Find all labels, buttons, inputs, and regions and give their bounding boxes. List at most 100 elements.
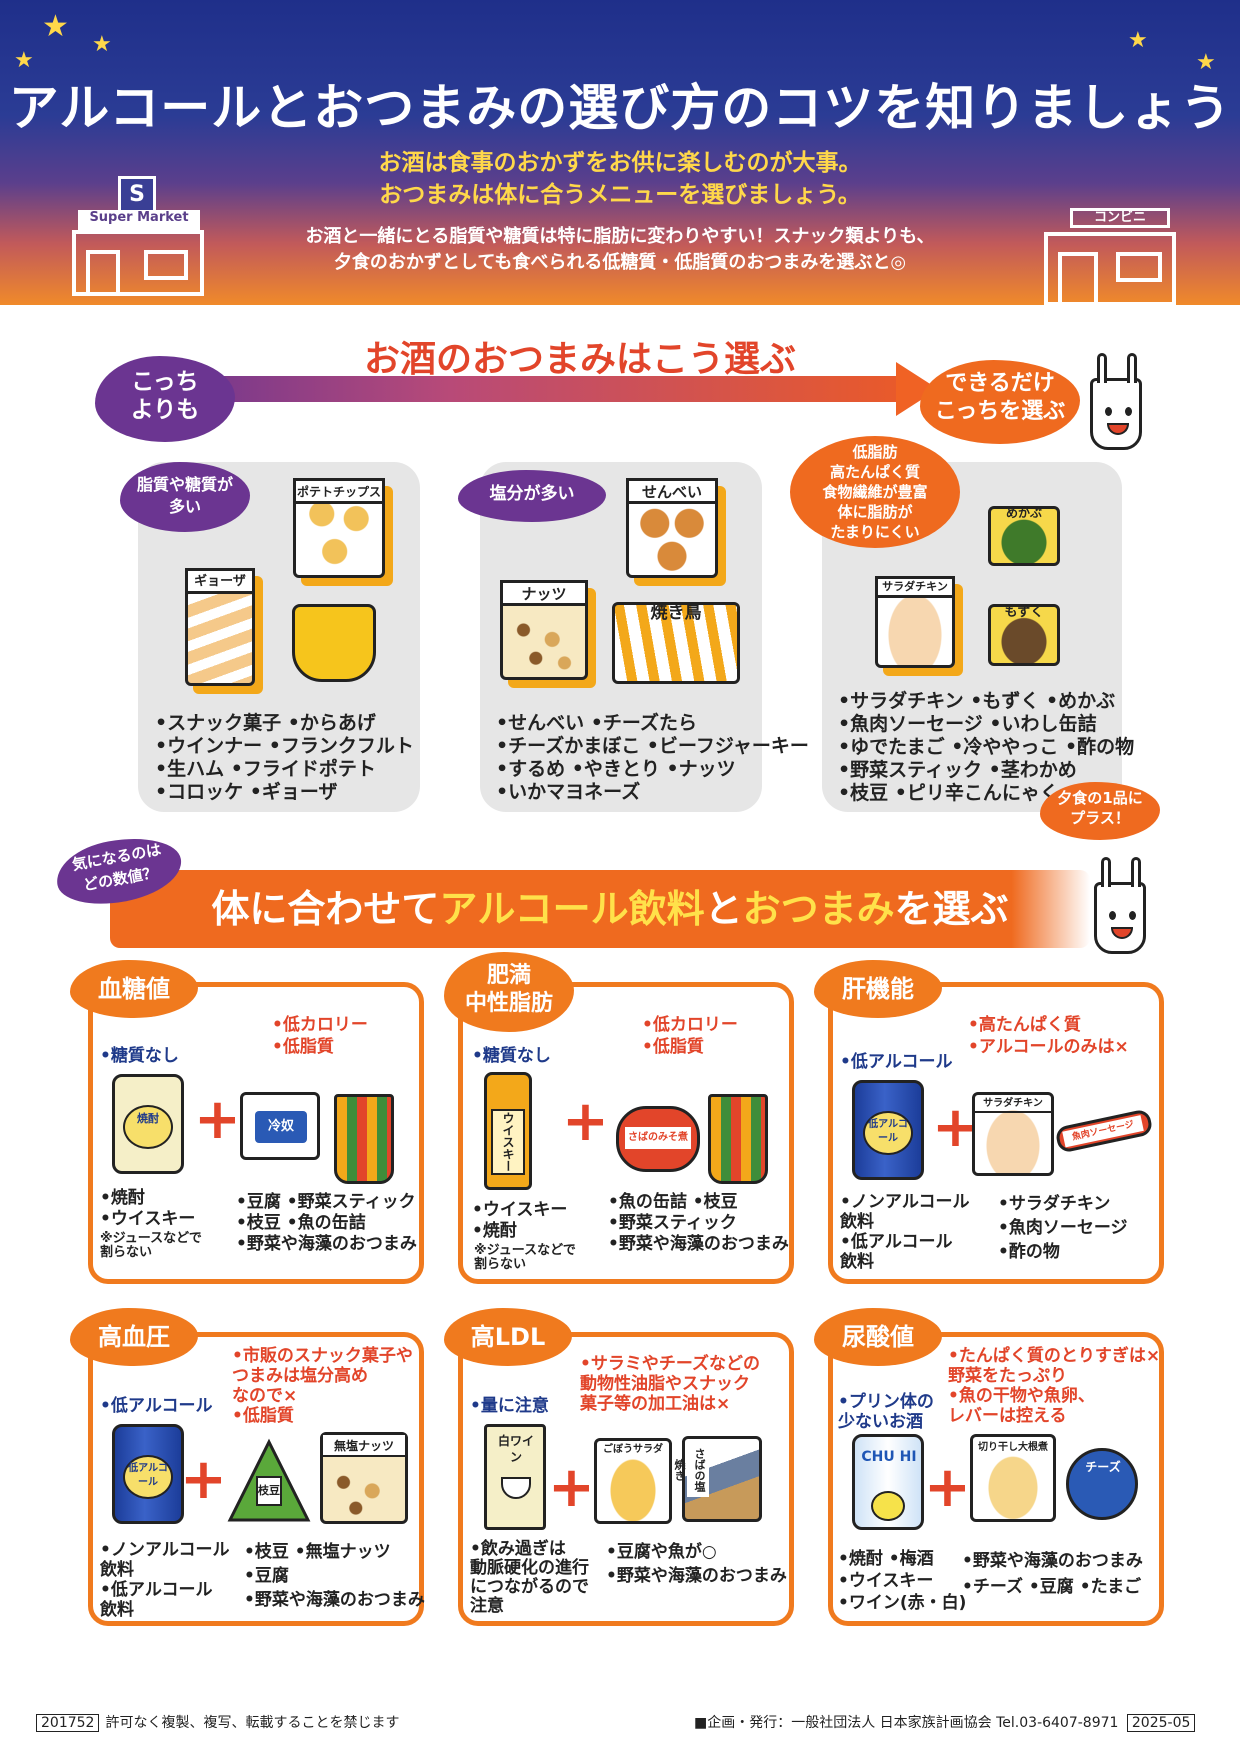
salad-chicken-icon: サラダチキン [972,1092,1054,1176]
blob-line: こっちを選ぶ [934,399,1066,424]
blob-rather-than: こっち よりも [95,356,235,442]
star-icon: ★ [14,48,34,73]
list-item: •スナック菓子 •からあげ [155,712,376,734]
snack-list: •豆腐 •野菜スティック •枝豆 •魚の缶詰 •野菜や海藻のおつまみ [236,1192,417,1255]
convenience-store-illustration: コンビニ [1040,206,1180,305]
icon-label: 低アルコール [123,1455,173,1499]
list-item: 飲料 [100,1560,134,1580]
point: •低アルコール [100,1396,213,1416]
blob-line: よりも [130,397,200,423]
list-item: •ウイスキー [100,1209,196,1229]
tag-high-salt: 塩分が多い [458,470,606,522]
point: •低カロリー [272,1015,368,1035]
label-salad-chicken: サラダチキン [875,576,955,598]
white-wine-icon: 白ワイン [484,1424,546,1530]
whisky-bottle-icon: ウイスキー [484,1072,532,1190]
mozuku-illustration [988,604,1060,666]
snack-list: •サラダチキン •魚肉ソーセージ •酢の物 [998,1192,1128,1264]
list-item: •枝豆 •ピリ辛こんにゃく [838,782,1059,804]
drink-list: •飲み過ぎは 動脈硬化の進行 につながるので 注意 [470,1540,589,1616]
red-points: •低カロリー •低脂質 [642,1014,738,1058]
subtitle-line-1: お酒は食事のおかずをお供に楽しむのが大事。 [378,150,862,176]
list-low-fat: •サラダチキン •もずく •めかぶ •魚肉ソーセージ •いわし缶詰 •ゆでたまご… [838,690,1134,805]
star-icon: ★ [42,9,69,44]
list-item: •ノンアルコール [100,1540,230,1560]
tag-line: 尿酸値 [842,1323,914,1351]
drink-list: •ウイスキー •焼酎 [472,1200,567,1242]
list-item: •ワイン(赤・白) [838,1593,967,1613]
list-item: •枝豆 •無塩ナッツ [244,1542,391,1562]
tag-line: 高たんぱく質 [829,463,920,481]
bubble-line: 夕食の1品に [1057,789,1143,807]
point: •アルコールのみは× [968,1037,1129,1057]
list-item: •ウイスキー [838,1571,934,1591]
veggie-sticks-icon [708,1094,768,1184]
red-points: •市販のスナック菓子や つまみは塩分高め なので× •低脂質 [232,1346,413,1426]
icon-label: ごぼうサラダ [603,1444,663,1455]
drink-note: ※ジュースなどで 割らない [100,1232,202,1260]
tag-line: 肝機能 [842,975,914,1003]
tag-line: 多い [168,497,201,516]
list-item: •野菜や海藻のおつまみ [962,1551,1143,1571]
list-item: •野菜スティック [608,1213,737,1233]
icon-label: 無塩ナッツ [323,1435,405,1457]
list-item: •豆腐 •野菜スティック [236,1192,416,1212]
list-item: •チーズかまぼこ •ビーフジャーキー [496,735,809,757]
footer-right: ■企画・発行：一般社団法人 日本家族計画協会 Tel.03-6407-8971 … [694,1712,1201,1732]
icon-label: 低アルコール [863,1111,913,1155]
list-item: •魚肉ソーセージ •いわし缶詰 [838,713,1097,735]
drink-list: •焼酎 •梅酒 •ウイスキー •ワイン(赤・白) [838,1548,966,1614]
icon-label: さばの塩焼き [673,1443,709,1497]
red-points: •たんぱく質のとりすぎは× 野菜をたっぷり •魚の干物や魚卵、 レバーは控える [948,1346,1160,1426]
bubble-line: プラス！ [1070,809,1130,827]
unsalted-nuts-icon: 無塩ナッツ [320,1432,408,1524]
point: •低アルコール [840,1052,953,1072]
icon-label: チーズ [1085,1460,1121,1474]
note-line: ※ジュースなどで [100,1231,202,1246]
edamame-icon: 枝豆 [226,1438,312,1524]
tag-liver: 肝機能 [814,960,942,1018]
title-highlight: アルコール飲料 [439,887,705,931]
mekabu-illustration [988,506,1060,566]
list-item: •魚肉ソーセージ [998,1218,1128,1238]
page-title: アルコールとおつまみの選び方のコツを知りましょう [8,79,1232,137]
icon-label: 白ワイン [497,1434,534,1464]
snack-list: •魚の缶詰 •枝豆 •野菜スティック •野菜や海藻のおつまみ [608,1192,789,1255]
supermarket-illustration: S Super Market [62,176,212,296]
list-item: •ノンアルコール [840,1192,970,1212]
drink-list: •焼酎 •ウイスキー [100,1188,195,1230]
list-item: •野菜や海藻のおつまみ [608,1234,789,1254]
icon-label: さばのみそ煮 [625,1127,691,1149]
yakitori-illustration [612,602,740,684]
description-line-1: お酒と一緒にとる脂質や糖質は特に脂肪に変わりやすい！スナック類よりも、 [305,226,935,247]
convenience-store-sign: コンビニ [1070,208,1170,228]
icon-label: 冷奴 [255,1111,307,1143]
tag-line: 食物繊維が豊富 [822,483,928,501]
snack-list: •豆腐や魚が○ •野菜や海藻のおつまみ [606,1540,787,1588]
drink-list: •ノンアルコール 飲料 •低アルコール 飲料 [100,1540,230,1620]
point: •サラミやチーズなどの [580,1354,761,1374]
list-item: •野菜や海藻のおつまみ [606,1566,787,1586]
point: •低脂質 [232,1406,294,1426]
list-item: •サラダチキン [998,1194,1111,1214]
red-points: •低カロリー •低脂質 [272,1014,368,1058]
snack-list: •枝豆 •無塩ナッツ •豆腐 •野菜や海藻のおつまみ [244,1540,425,1612]
blob-choose-this: できるだけ こっちを選ぶ [920,360,1080,444]
blue-points: •糖質なし [472,1046,551,1066]
drink-list: •ノンアルコール 飲料 •低アルコール 飲料 [840,1192,970,1272]
list-item: •枝豆 •魚の缶詰 [236,1213,366,1233]
list-high-fat-sugar: •スナック菓子 •からあげ •ウインナー •フランクフルト •生ハム •フライド… [155,712,414,804]
section-title-choose-by-body: 体に合わせてアルコール飲料とおつまみを選ぶ [140,878,1080,933]
kiriboshi-daikon-icon: 切り干し大根煮 [970,1434,1056,1522]
point: •市販のスナック菓子や [232,1346,413,1366]
blue-points: •糖質なし [100,1046,179,1066]
icon-label: 枝豆 [256,1476,282,1506]
point: •魚の干物や魚卵、 [948,1386,1095,1406]
list-item: •焼酎 [100,1188,145,1208]
hiyayakko-icon: 冷奴 [240,1092,320,1160]
tag-line: 脂質や糖質が [136,475,233,494]
bubble-dinner-plus: 夕食の1品に プラス！ [1040,782,1160,840]
tag-line: 低脂肪 [852,443,898,461]
supermarket-sign: Super Market [78,210,200,230]
